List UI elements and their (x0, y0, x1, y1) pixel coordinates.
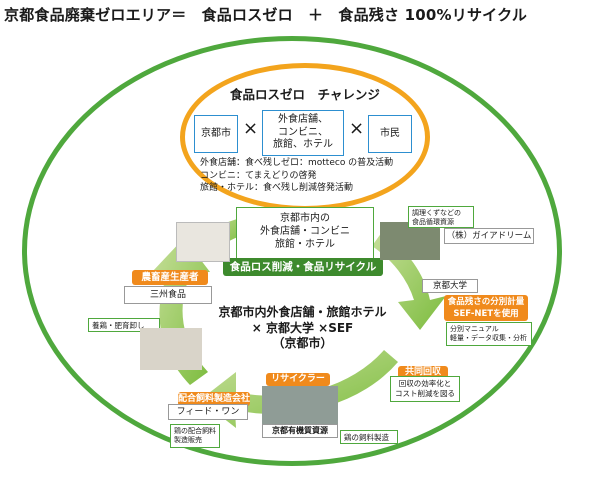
citizens-box: 市民 (368, 115, 412, 153)
feed-note-line-1: 鶏の配合飼料 (174, 427, 216, 435)
outer-green-ellipse (22, 36, 562, 466)
sef-tag-line-2: SEF-NETを使用 (453, 309, 519, 319)
recycler-name: 京都有機質資源 (262, 424, 338, 438)
center-line-2: × 京都大学 ×SEF (251, 320, 354, 335)
shops-box: 外食店舗、 コンビニ、 旅館、ホテル (262, 110, 344, 156)
sef-note: 分別マニュアル 軽量・データ収集・分析 (446, 322, 532, 346)
shops-line-2: コンビニ、 (278, 126, 328, 138)
food-waste-photo (380, 222, 440, 260)
farmer-name: 三州食品 (124, 286, 212, 304)
times-sign-1: × (243, 118, 259, 139)
feed-note: 鶏の配合飼料 製造販売 (170, 424, 220, 448)
center-line-3: （京都市） (272, 336, 333, 351)
recycler-note: 鶏の飼料製造 (340, 430, 398, 444)
gaia-note-line-2: 食品循環資源 (412, 218, 454, 227)
feed-name: フィード・ワン (168, 404, 248, 420)
feed-note-line-2: 製造販売 (174, 436, 202, 445)
kyoto-line-3: 旅館・ホテル (275, 239, 335, 250)
activity-item: コンビニ：てまえどりの啓発 (200, 170, 317, 181)
center-line-1: 京都市内外食店舗・旅館ホテル (218, 305, 387, 319)
joint-note-line-2: コスト削減を図る (395, 388, 455, 398)
kyodai-box: 京都大学 (422, 279, 478, 293)
arrow-bottom-segment (200, 350, 398, 428)
kyoto-line-1: 京都市内の (280, 213, 330, 224)
activity-list: 外食店舗：食べ残しゼロ：motteco の普及活動 コンビニ：てまえどりの啓発 … (200, 157, 393, 195)
joint-note-line-1: 回収の効率化と (398, 379, 452, 388)
eggs-photo (176, 222, 230, 262)
shops-line-3: 旅館、ホテル (273, 139, 333, 151)
sef-tag-line-1: 食品残さの分別計量 (447, 297, 525, 307)
citizens-box-label: 市民 (380, 127, 400, 139)
shops-line-1: 外食店舗、 (278, 114, 328, 126)
gaia-note-line-1: 調理くずなどの (412, 209, 461, 217)
gaia-note: 調理くずなどの 食品循環資源 (408, 206, 474, 228)
joint-note: 回収の効率化と コスト削減を図る (390, 376, 460, 402)
challenge-title: 食品ロスゼロ チャレンジ (230, 87, 380, 102)
sef-tag: 食品残さの分別計量 SEF-NETを使用 (444, 295, 528, 321)
city-box-label: 京都市 (201, 127, 231, 139)
chicken-farm-photo (140, 328, 202, 370)
activity-item: 外食店舗：食べ残しゼロ：motteco の普及活動 (200, 158, 394, 168)
kyoto-shops-box: 京都市内の 外食店舗・コンビニ 旅館・ホテル (236, 207, 374, 262)
recycler-photo (262, 386, 338, 424)
activity-item: 旅館・ホテル：食べ残し削減啓発活動 (200, 183, 354, 194)
sef-note-line-1: 分別マニュアル (450, 325, 499, 333)
food-loss-recycle-label: 食品ロス削減・食品リサイクル (223, 258, 383, 276)
times-sign-2: × (349, 118, 365, 139)
joint-tag: 共同回収 (398, 366, 448, 379)
city-box: 京都市 (194, 115, 238, 153)
recycler-tag: リサイクラー (266, 373, 330, 386)
gaia-name: （株）ガイアドリーム (444, 228, 534, 244)
sef-note-line-2: 軽量・データ収集・分析 (450, 334, 527, 343)
feed-tag: 配合飼料製造会社 (178, 392, 251, 406)
center-partnership: 京都市内外食店舗・旅館ホテル × 京都大学 ×SEF （京都市） (195, 305, 410, 352)
kyoto-line-2: 外食店舗・コンビニ (260, 226, 350, 237)
page-title: 京都食品廃棄ゼロエリア＝ 食品ロスゼロ ＋ 食品残さ 100%リサイクル (4, 6, 528, 24)
farmer-tag: 農畜産生産者 (132, 270, 208, 285)
